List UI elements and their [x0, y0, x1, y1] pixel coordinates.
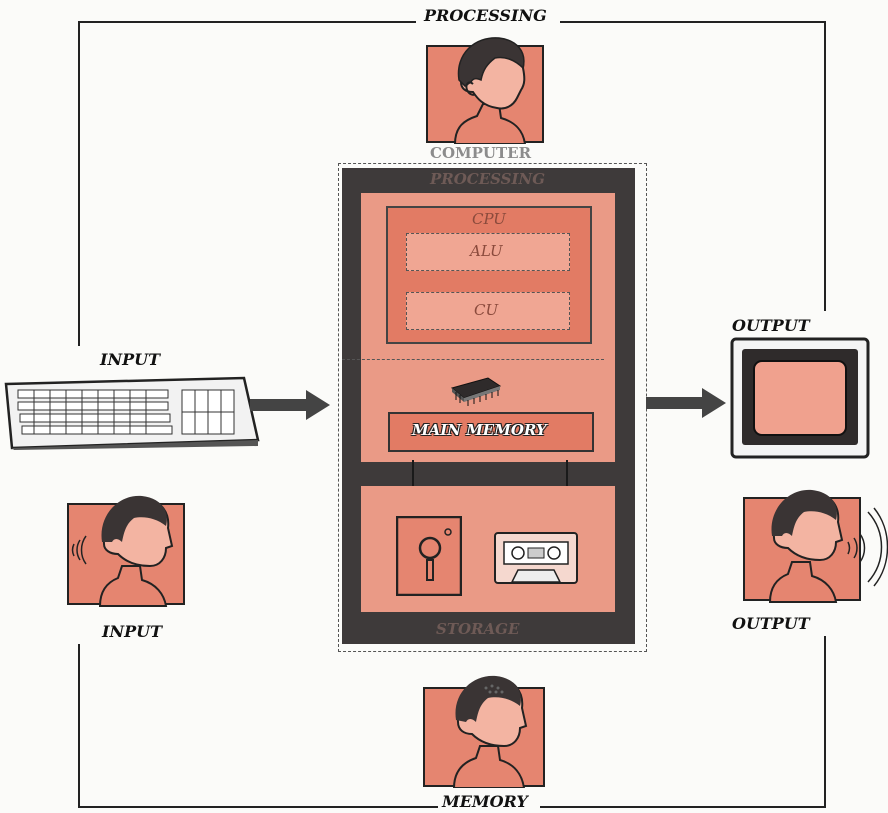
cu-label: CU: [474, 301, 499, 319]
frame-top-left: [78, 21, 416, 23]
output-head-icon: [740, 482, 888, 604]
computer-label: COMPUTER: [430, 144, 532, 162]
cpu-label: CPU: [472, 210, 506, 228]
input-head-icon: [60, 486, 190, 608]
memory-label: MEMORY: [442, 792, 528, 811]
processing-label: PROCESSING: [424, 6, 547, 25]
keyboard-icon: [4, 376, 260, 450]
floppy-disk-icon: [395, 515, 463, 597]
arrow-right-icon: [250, 390, 330, 420]
alu-label: ALU: [470, 242, 503, 260]
input-person-label: INPUT: [102, 622, 162, 641]
frame-left-lower: [78, 644, 80, 808]
output-person-label: OUTPUT: [732, 614, 810, 633]
frame-right-upper: [824, 21, 826, 311]
main-memory-label: MAIN MEMORY: [412, 421, 547, 439]
input-keyboard-label: INPUT: [100, 350, 160, 369]
connector-right: [566, 460, 568, 486]
processing-inner-label: PROCESSING: [430, 170, 546, 188]
frame-right-lower: [824, 636, 826, 808]
processing-head-icon: [425, 34, 545, 145]
cu-box: [406, 292, 570, 330]
alu-box: [406, 233, 570, 271]
connector-left: [412, 460, 414, 486]
memory-separator: [342, 359, 604, 360]
frame-bottom-left: [78, 806, 438, 808]
output-monitor-label: OUTPUT: [732, 316, 810, 335]
frame-left-upper: [78, 21, 80, 346]
frame-top-right: [560, 21, 826, 23]
memory-head-icon: [420, 670, 548, 789]
arrow-right-icon: [646, 388, 726, 418]
main-memory-box: [388, 412, 594, 452]
chip-icon: [448, 374, 504, 408]
monitor-icon: [730, 337, 870, 459]
frame-bottom-right: [540, 806, 826, 808]
cassette-icon: [494, 532, 578, 584]
storage-label: STORAGE: [436, 620, 520, 638]
